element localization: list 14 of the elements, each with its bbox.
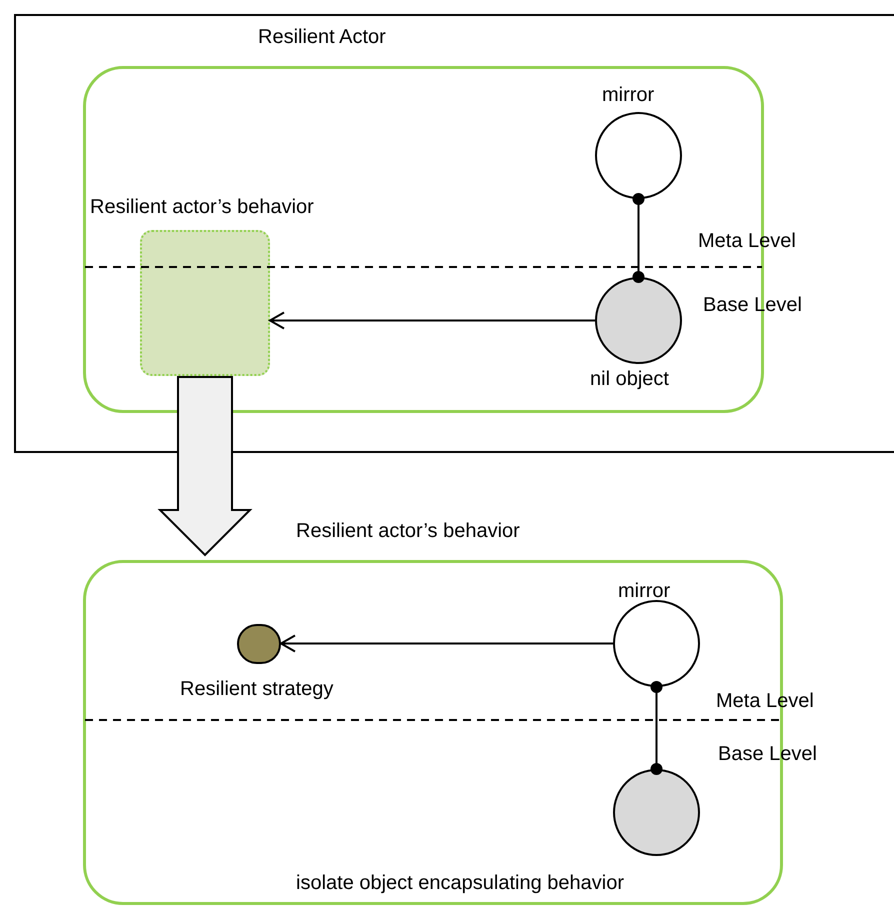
node-label: Resilient strategy [180, 677, 334, 702]
link-line [650, 681, 662, 775]
node-label: Resilient actor’s behavior [90, 195, 314, 220]
actor-frame [14, 14, 894, 453]
arrow [269, 312, 595, 330]
link-line [632, 193, 644, 283]
block-arrow [158, 376, 252, 556]
node-label: mirror [602, 83, 654, 108]
node-label: Resilient Actor [258, 25, 386, 50]
node-label: isolate object encapsulating behavior [296, 871, 624, 896]
arrow [280, 634, 613, 652]
node-label: mirror [618, 579, 670, 604]
node-label: nil object [590, 367, 669, 392]
node-label: Resilient actor’s behavior [296, 519, 520, 544]
